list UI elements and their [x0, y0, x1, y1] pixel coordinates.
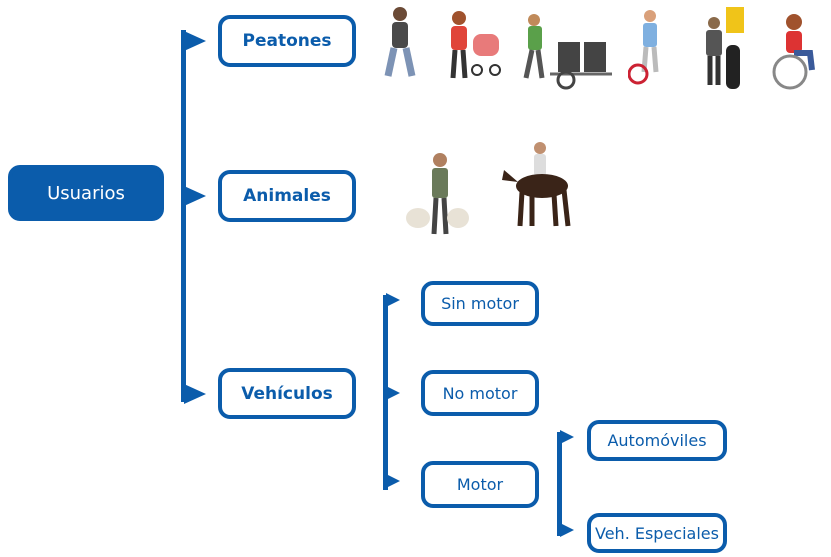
- connector-main: [181, 30, 186, 402]
- node-animales: Animales: [218, 170, 356, 222]
- arrow-no-motor: [386, 386, 400, 400]
- walking-person-image: [384, 7, 416, 77]
- arrow-sin-motor: [386, 293, 400, 307]
- arrow-peatones: [184, 31, 206, 51]
- arrow-animales: [184, 186, 206, 206]
- node-vehiculos: Vehículos: [218, 368, 356, 419]
- arrow-motor: [386, 474, 400, 488]
- node-no-motor: No motor: [421, 370, 539, 416]
- street-vendor-cart-image: [523, 14, 612, 90]
- connector-motor: [557, 432, 562, 536]
- arrow-automoviles: [560, 430, 574, 444]
- node-peatones: Peatones: [218, 15, 356, 67]
- node-veh-especiales: Veh. Especiales: [587, 513, 727, 553]
- node-sin-motor: Sin motor: [421, 281, 539, 326]
- motorcyclist-image: [706, 7, 744, 89]
- node-motor: Motor: [421, 461, 539, 508]
- arrow-vehiculos: [184, 384, 206, 404]
- person-with-stroller-image: [450, 11, 501, 79]
- arrow-veh-especiales: [560, 523, 574, 537]
- shepherd-with-sheep-image: [406, 153, 469, 235]
- cyclist-walking-bike-image: [628, 10, 659, 85]
- node-automoviles: Automóviles: [587, 420, 727, 461]
- horse-rider-image: [502, 142, 571, 227]
- root-node-usuarios: Usuarios: [8, 165, 164, 221]
- connector-vehiculos: [383, 295, 388, 490]
- wheelchair-user-image: [772, 14, 815, 90]
